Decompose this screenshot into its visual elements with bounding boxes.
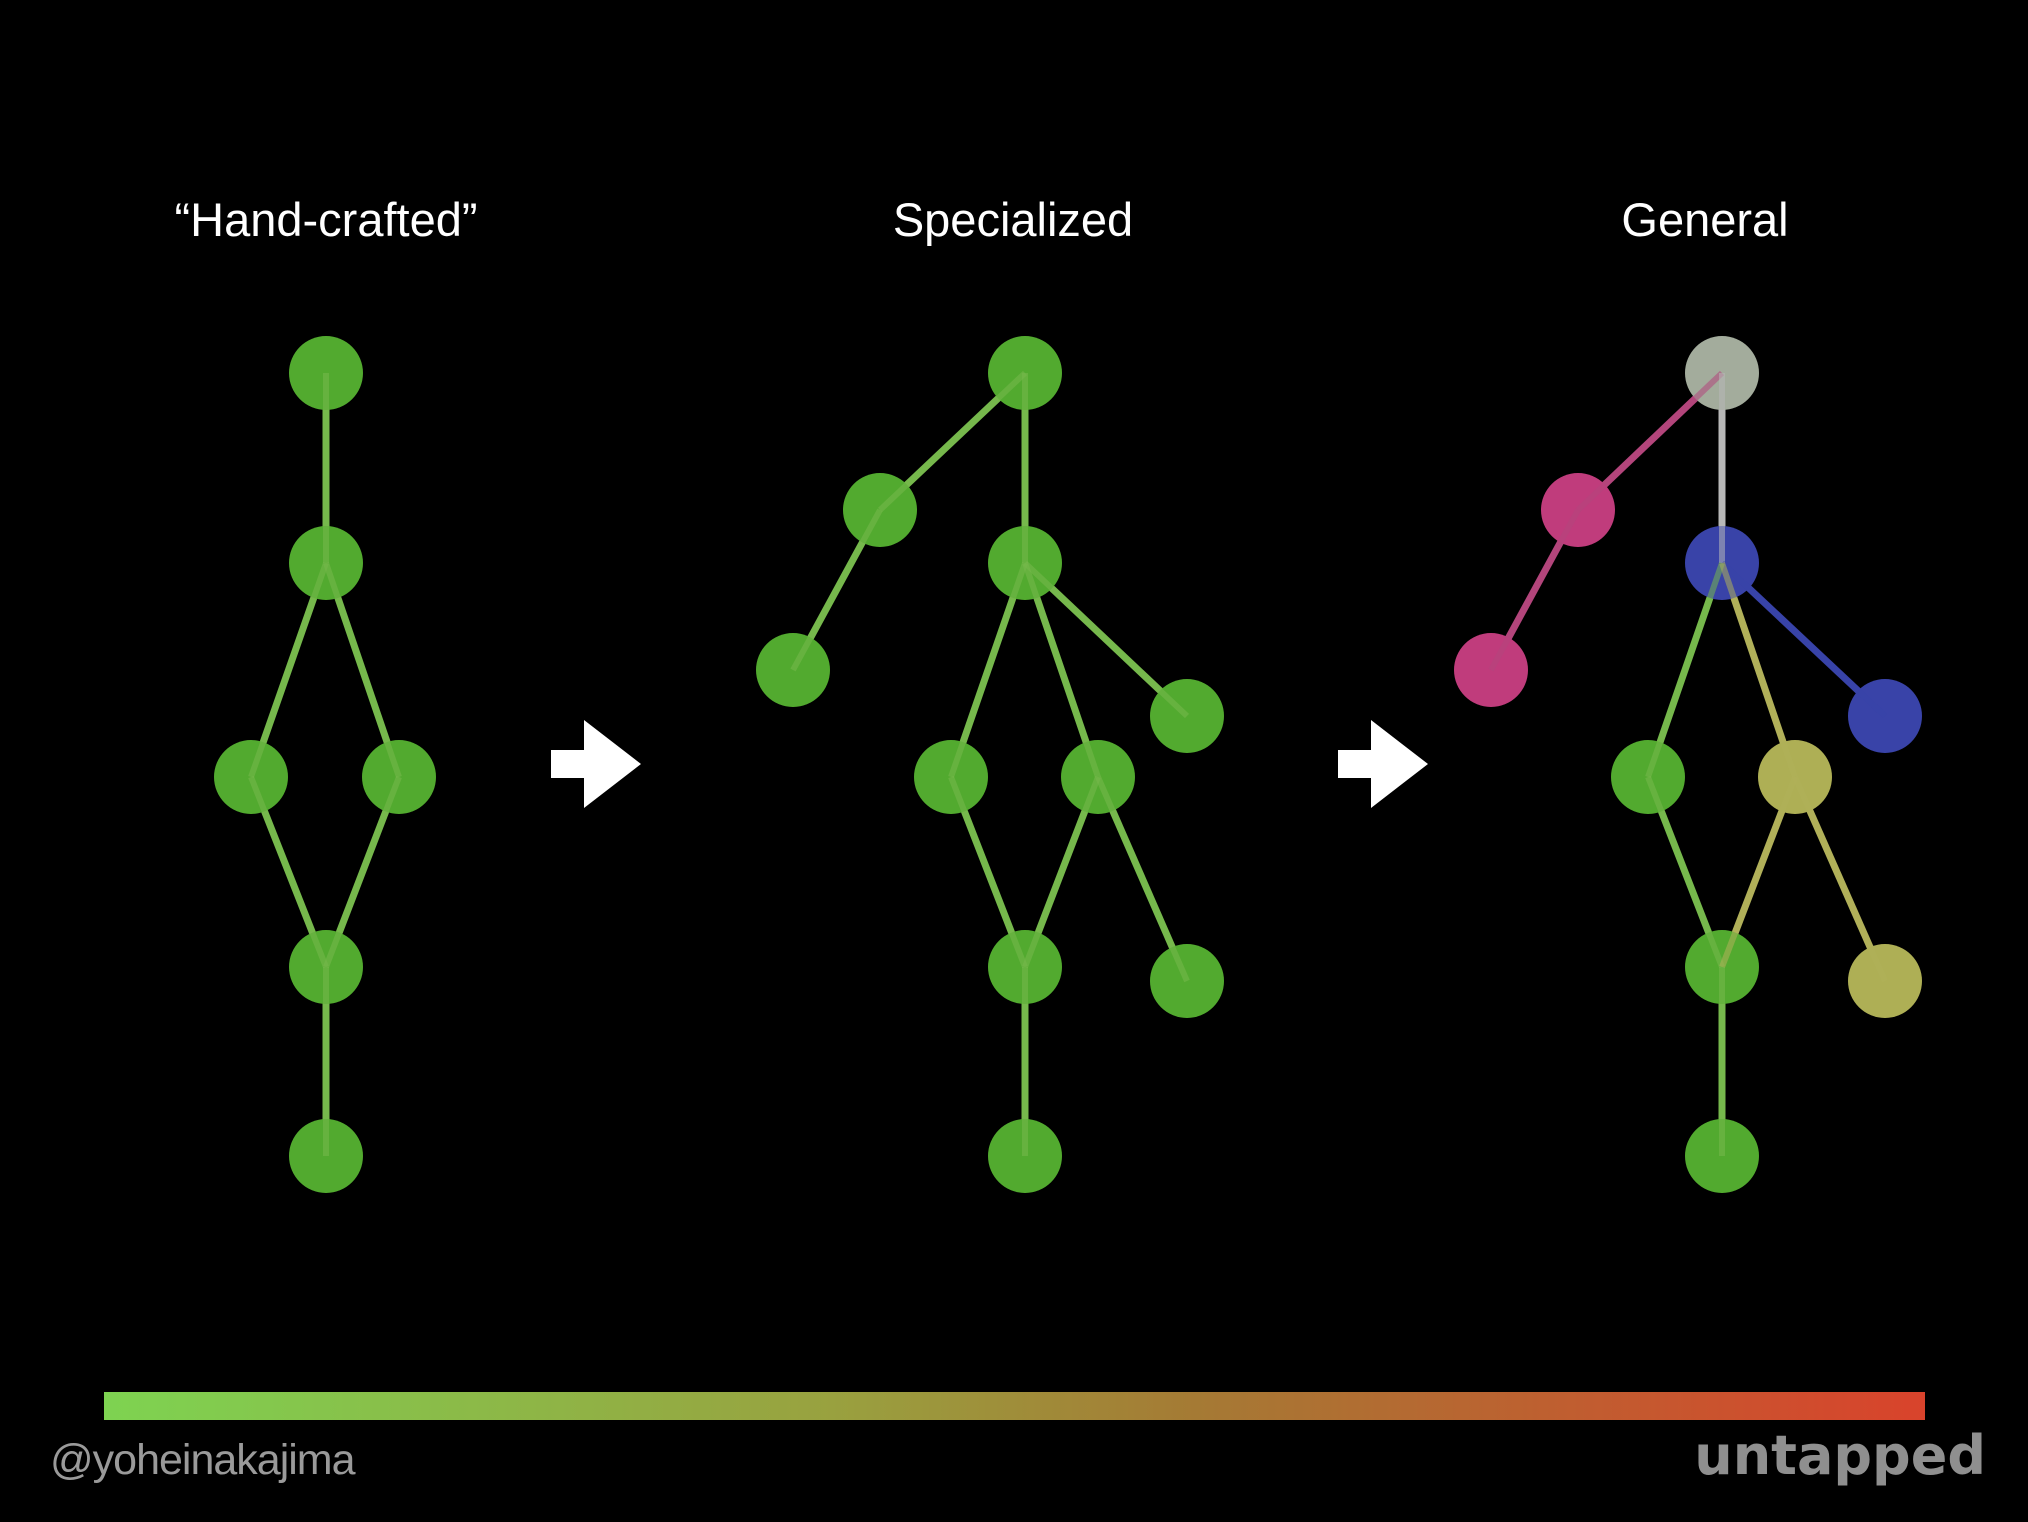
edge-overlay-b4-b5 — [1022, 560, 1190, 719]
edge-overlay-b7-b9 — [1095, 775, 1190, 983]
edge-overlay-c2-c3 — [1488, 508, 1581, 672]
arrows-layer — [551, 720, 1428, 808]
edge-overlay-c4-c7 — [1719, 562, 1798, 778]
edge-overlay-b2-b3 — [790, 508, 883, 672]
edge-overlay-b1-b2 — [877, 370, 1028, 513]
edge-overlay-a2-a4 — [323, 562, 402, 778]
edge-overlay-a2-a3 — [248, 562, 329, 778]
edge-overlay-b7-b8 — [1022, 775, 1101, 969]
edge-overlay-b4-b7 — [1022, 562, 1101, 778]
edge-overlay-a3-a5 — [248, 775, 329, 969]
untapped-logo: untapped — [1694, 1424, 1986, 1487]
edge-overlay-c6-c8 — [1645, 775, 1725, 969]
arrow-right-icon — [551, 720, 641, 808]
progression-gradient-bar — [104, 1392, 1925, 1420]
edge-overlay-c1-c2 — [1575, 370, 1725, 513]
edge-overlay-c7-c8 — [1719, 775, 1798, 969]
author-handle: @yoheinakajima — [50, 1436, 356, 1484]
arrow-right-icon — [1338, 720, 1428, 808]
edge-overlay-c7-c9 — [1792, 775, 1888, 983]
edge-overlay-c4-c5 — [1719, 560, 1888, 719]
edge-overlay-b6-b8 — [948, 775, 1028, 969]
nodes-layer — [214, 336, 1922, 1193]
panel-title-specialized: Specialized — [892, 193, 1134, 246]
panel-title-general: General — [1621, 193, 1789, 246]
edge-overlay-c4-c6 — [1645, 562, 1725, 778]
edge-overlay-a4-a5 — [323, 775, 402, 969]
edge-overlay-b4-b6 — [948, 562, 1028, 778]
panel-title-hand-crafted: “Hand-crafted” — [174, 193, 478, 246]
